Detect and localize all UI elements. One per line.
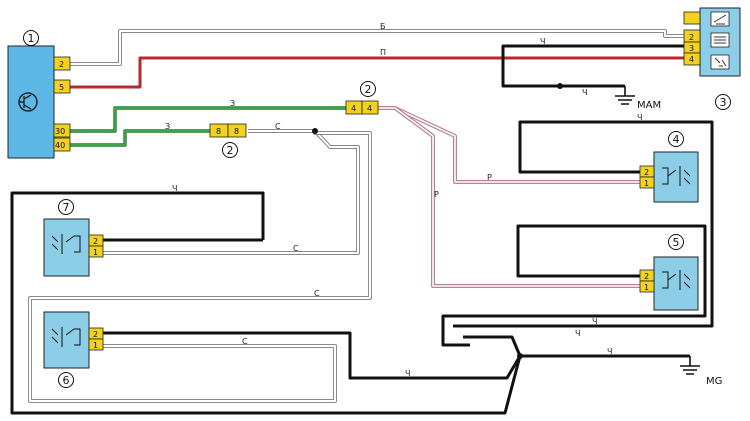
lamp-icon (714, 36, 726, 44)
sensor-pin: 2 (644, 168, 649, 177)
callout-number: 3 (720, 96, 727, 109)
switch-contact-icon (51, 234, 81, 254)
connector-top: 4 4 (345, 100, 379, 115)
ground-mam: МАМ (615, 86, 661, 111)
wire-label: Ч (575, 329, 580, 338)
wire-label: П (380, 48, 386, 57)
wire-red-p (70, 56, 684, 89)
ground-icon (615, 86, 635, 105)
switch-block: 2 3 4 (683, 7, 741, 77)
wire-black-loop-4 (453, 120, 714, 328)
sensor-pin: 1 (93, 248, 98, 257)
wire-label: Ч (405, 369, 410, 378)
ecu-pin: 5 (59, 83, 64, 92)
callout-number: 1 (28, 32, 35, 45)
wire-label: Ч (637, 113, 642, 122)
callouts: 1 2 2 3 4 5 6 7 (23, 30, 731, 388)
junction-dot (557, 83, 563, 89)
connector-pin: 8 (234, 127, 239, 136)
junction-dot (517, 353, 523, 359)
sensor-4: 2 1 (639, 151, 699, 203)
sensor-pin: 2 (93, 237, 98, 246)
switch-contact-icon (662, 166, 691, 186)
wire-green-top (70, 106, 346, 133)
wire-label: Р (487, 173, 492, 182)
ecu-pin: 30 (55, 127, 65, 136)
switch-pin: 2 (689, 33, 694, 42)
wires (10, 29, 714, 415)
callout-number: 5 (673, 236, 680, 249)
switch-contact-icon (662, 270, 691, 290)
wire-black-mam (501, 44, 684, 88)
wire-black-loop-5 (441, 224, 707, 347)
switch-pin: 4 (689, 55, 694, 64)
switch-contact-icon (51, 327, 81, 347)
ecu-pin: 2 (59, 60, 64, 69)
ground-mg: MG (680, 356, 722, 387)
wire-labels: Б П Ч Ч З З С Р Р Ч Ч С С Ч Ч С Ч Ч (165, 22, 642, 378)
wire-label: С (242, 337, 248, 346)
wire-label: С (314, 289, 320, 298)
wire-label: Ч (592, 317, 597, 326)
callout-number: 6 (63, 374, 70, 387)
callout-number: 4 (673, 133, 680, 146)
sensor-pin: 1 (644, 179, 649, 188)
ecu-pin: 40 (55, 141, 65, 150)
junction-dot (312, 128, 318, 134)
wire-label: Ч (607, 347, 612, 356)
wire-label: С (275, 122, 281, 131)
connector-pin: 4 (351, 104, 356, 113)
wire-label: З (165, 122, 170, 131)
sensor-5: 2 1 (639, 256, 699, 311)
spray-icon (714, 57, 727, 67)
wire-label: З (230, 99, 235, 108)
ground-icon (680, 356, 700, 375)
wire-label: Б (380, 22, 386, 31)
callout-number: 7 (63, 201, 70, 214)
wire-green-bottom (70, 129, 210, 147)
sensor-6: 2 1 (43, 311, 104, 369)
sensor-pin: 2 (644, 272, 649, 281)
sensor-7: 2 1 (43, 218, 104, 277)
wire-black-mg (463, 335, 690, 358)
callout-number: 2 (365, 83, 372, 96)
wire-label: С (293, 244, 299, 253)
sensor-pin: 1 (644, 283, 649, 292)
ground-label: МАМ (637, 100, 661, 111)
ecu-block: 2 5 30 40 (7, 45, 71, 159)
sensor-pin: 2 (93, 330, 98, 339)
connector-pin: 8 (216, 127, 221, 136)
switch-pin: 3 (689, 44, 694, 53)
connector-bottom: 8 8 (209, 123, 247, 138)
washer-icon (713, 14, 727, 25)
wire-black-left (10, 191, 522, 415)
ground-label: MG (706, 376, 722, 387)
callout-number: 2 (227, 144, 234, 157)
connector-pin: 4 (367, 104, 372, 113)
wire-label: Ч (540, 37, 545, 46)
wire-label: Р (434, 190, 439, 199)
wire-label: Ч (172, 184, 177, 193)
sensor-pin: 1 (93, 341, 98, 350)
wire-label: Ч (582, 88, 587, 97)
wire-black-6 (103, 331, 522, 380)
